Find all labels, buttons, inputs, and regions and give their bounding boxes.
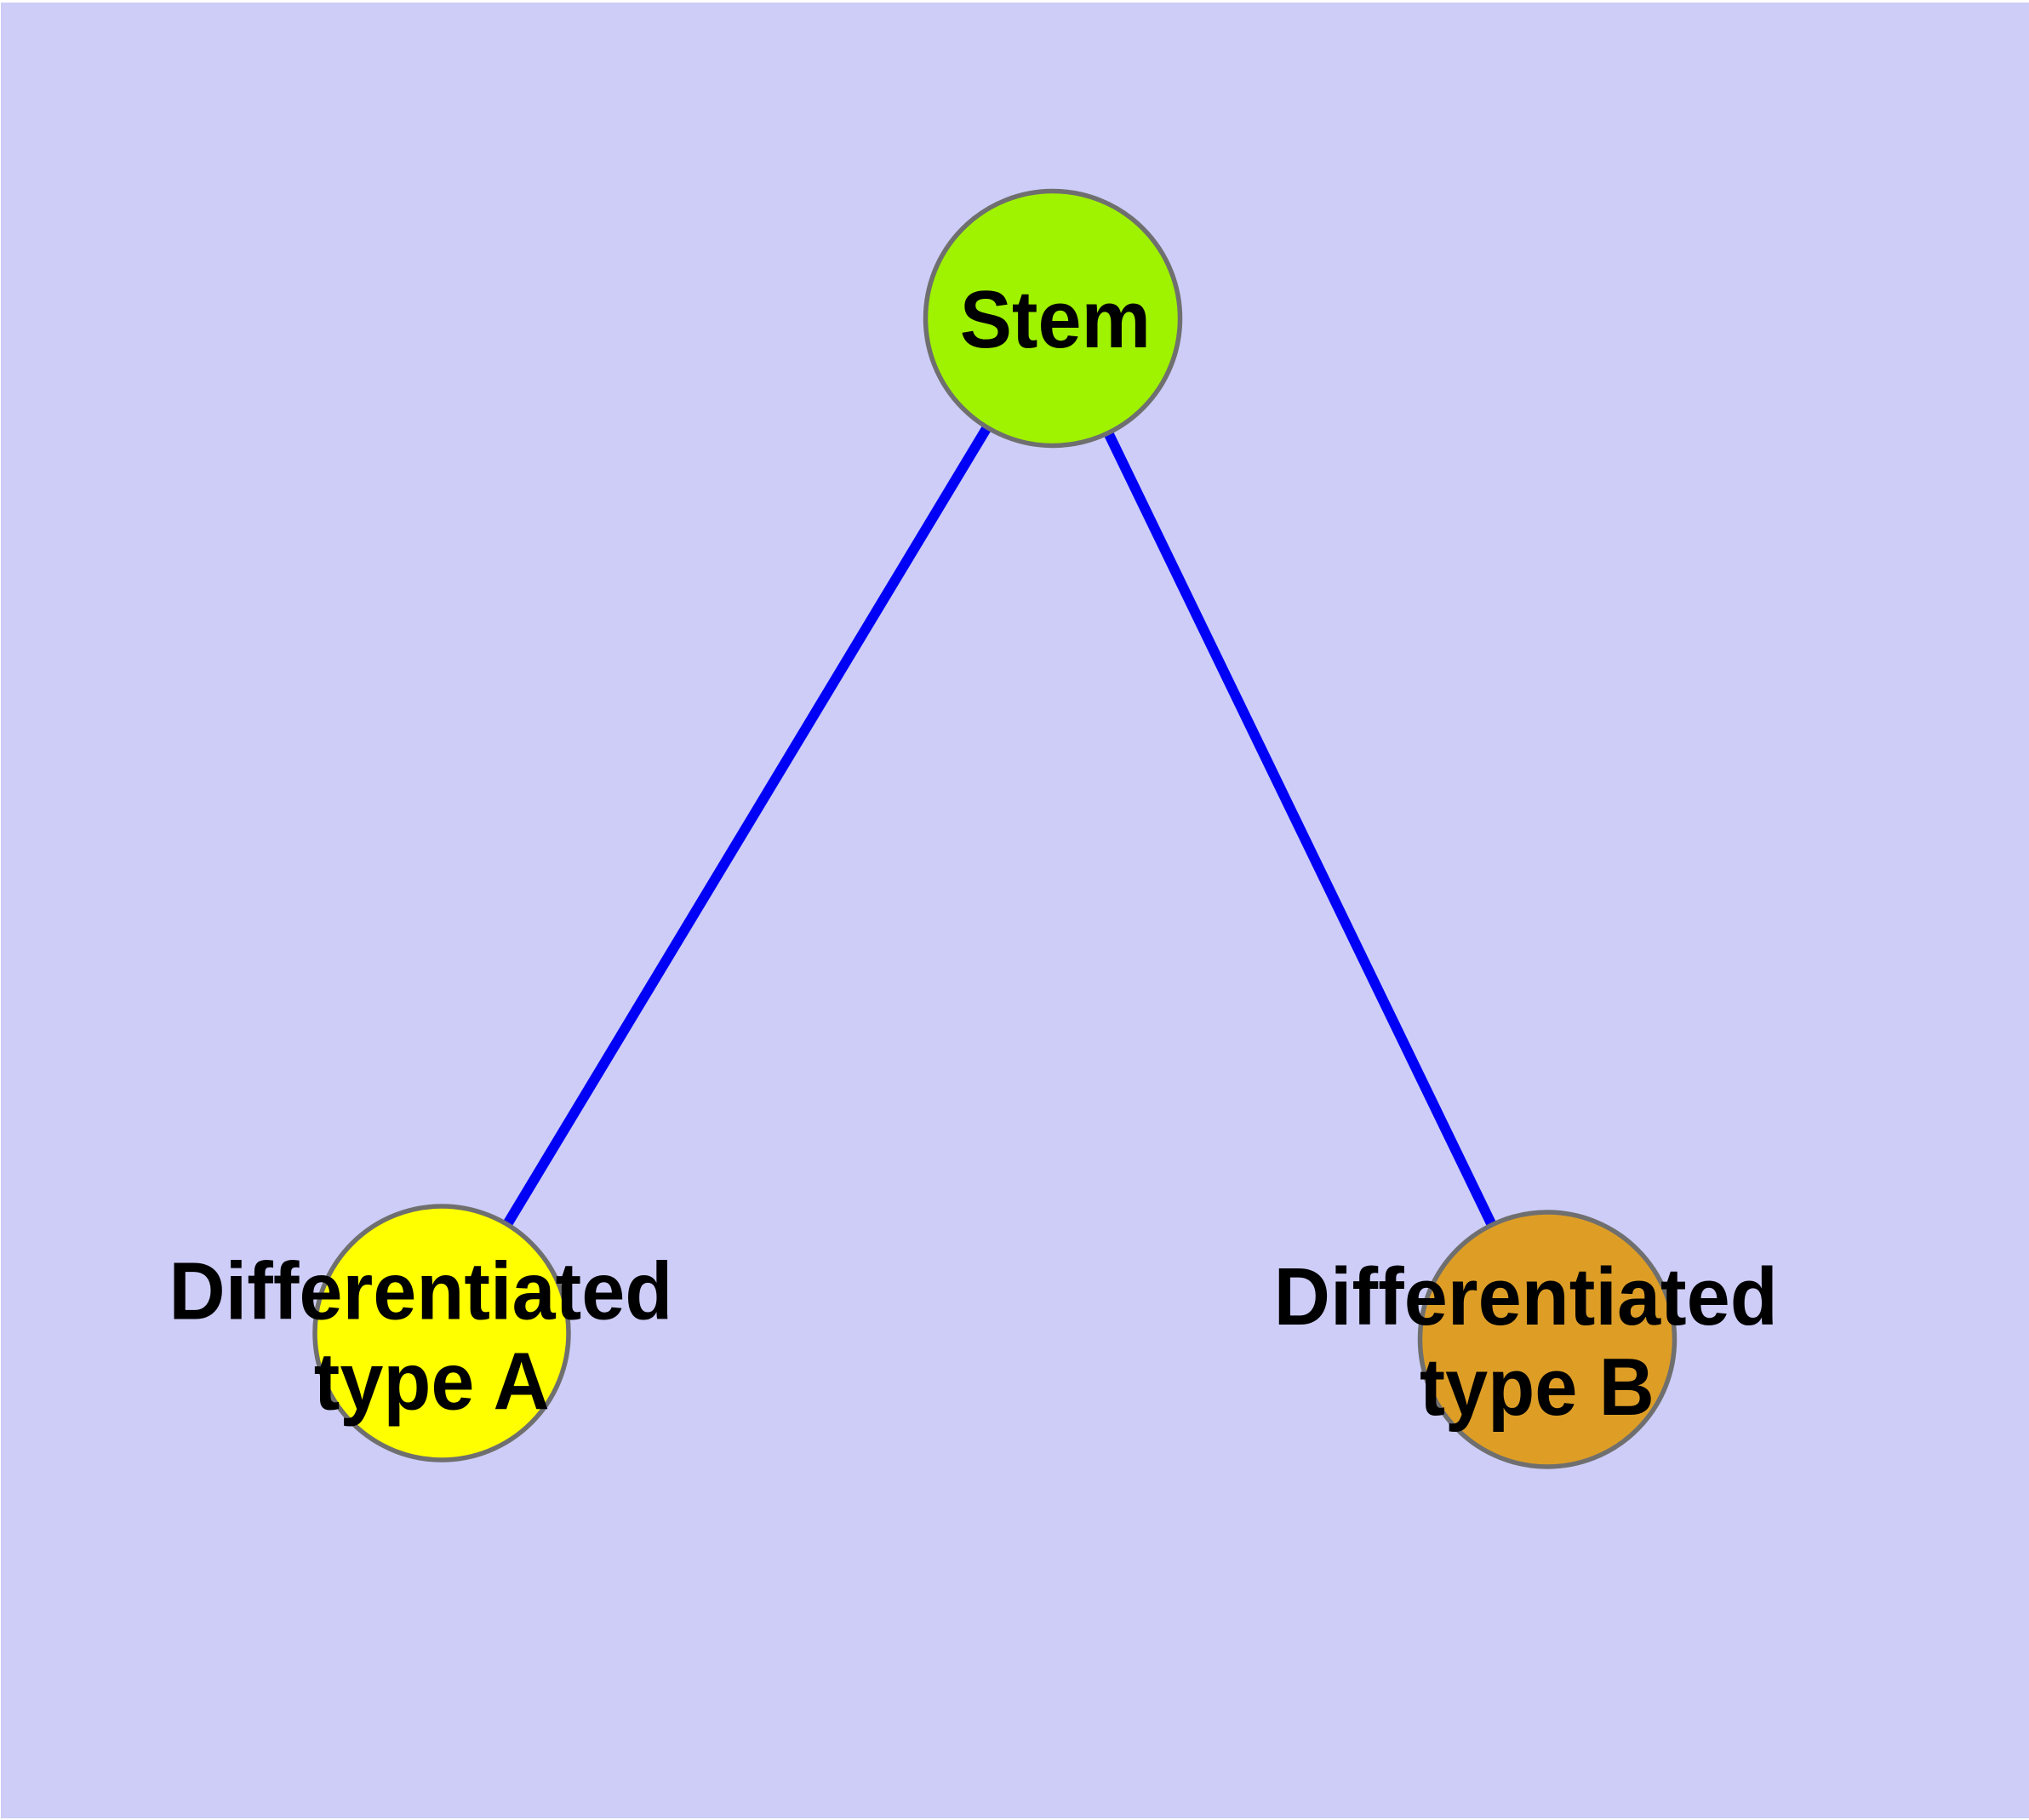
svg-text:Differentiated: Differentiated	[169, 1246, 672, 1337]
svg-text:Differentiated: Differentiated	[1274, 1251, 1778, 1342]
svg-text:type A: type A	[314, 1336, 550, 1428]
svg-text:Stem: Stem	[960, 274, 1151, 365]
svg-text:type B: type B	[1420, 1342, 1655, 1433]
